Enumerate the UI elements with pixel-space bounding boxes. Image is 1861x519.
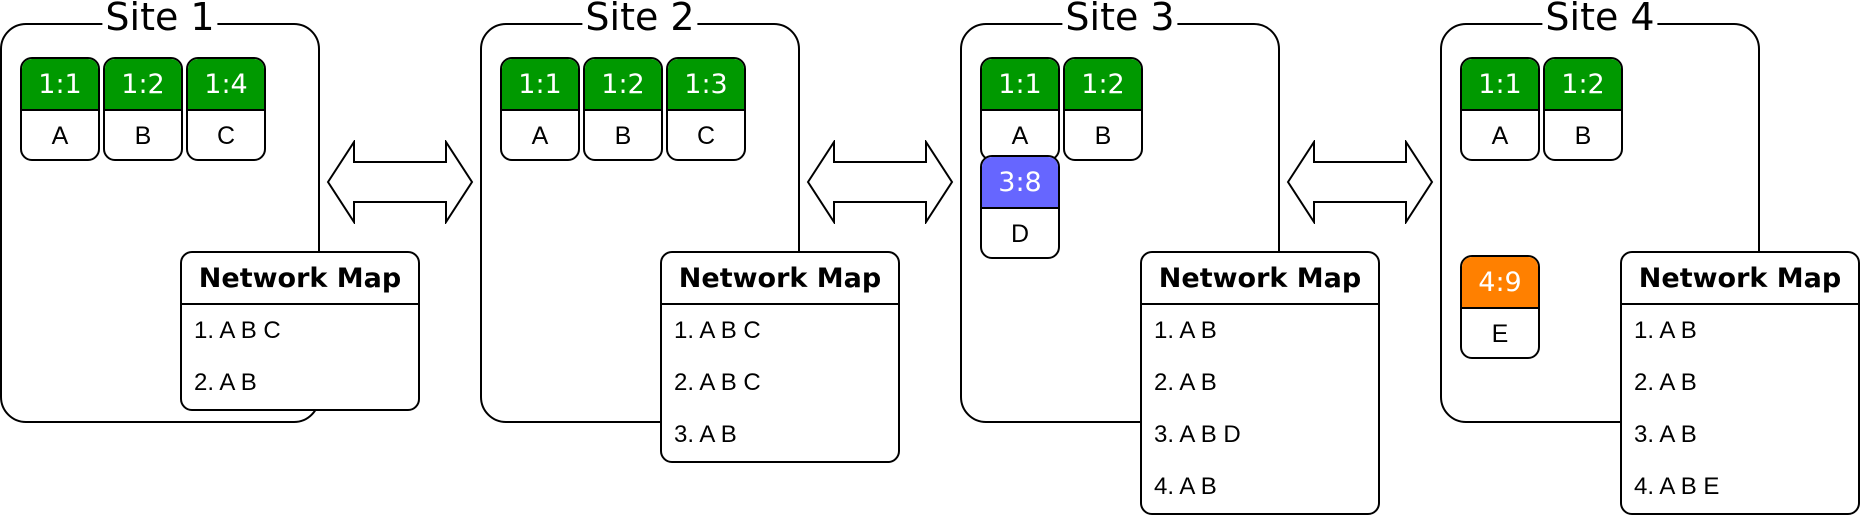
record-card: 1:1 A — [980, 57, 1060, 161]
record-id: 3:8 — [982, 157, 1058, 209]
network-map-item: 1. A B — [1154, 317, 1217, 344]
record-id: 1:1 — [1462, 59, 1538, 111]
network-map-item: 3. A B — [674, 421, 737, 448]
double-arrow-icon — [1286, 140, 1434, 224]
record-id: 1:1 — [502, 59, 578, 111]
network-map-item: 2. A B — [1634, 369, 1697, 396]
record-id: 1:4 — [188, 59, 264, 111]
record-letter: A — [531, 121, 549, 150]
record-card: 1:1 A — [500, 57, 580, 161]
network-map: Network Map 1. A B C 2. A B — [180, 251, 420, 411]
record-card: 1:2 B — [583, 57, 663, 161]
network-map: Network Map 1. A B C 2. A B C 3. A B — [660, 251, 900, 463]
network-map: Network Map 1. A B 2. A B 3. A B D 4. A … — [1140, 251, 1380, 515]
network-map-item: 2. A B C — [674, 369, 761, 396]
record-letter: B — [1094, 121, 1112, 150]
site-title: Site 2 — [582, 0, 698, 39]
record-card: 1:1 A — [1460, 57, 1540, 161]
record-id: 4:9 — [1462, 257, 1538, 309]
record-letter: B — [614, 121, 632, 150]
record-card: 1:2 B — [103, 57, 183, 161]
site-title: Site 1 — [102, 0, 218, 39]
record-card: 4:9 E — [1460, 255, 1540, 359]
network-map-title: Network Map — [1622, 253, 1858, 305]
network-map-item: 2. A B — [1154, 369, 1217, 396]
site-2-box: Site 2 1:1 A 1:2 B 1:3 C — [480, 0, 800, 423]
site-1-box: Site 1 1:1 A 1:2 B 1:4 C — [0, 0, 320, 423]
record-id: 1:2 — [1545, 59, 1621, 111]
network-map-item: 1. A B C — [674, 317, 761, 344]
network-map: Network Map 1. A B 2. A B 3. A B 4. A B … — [1620, 251, 1860, 515]
record-letter: B — [134, 121, 152, 150]
network-map-title: Network Map — [182, 253, 418, 305]
record-letter: B — [1574, 121, 1592, 150]
record-id: 1:3 — [668, 59, 744, 111]
double-arrow-icon — [806, 140, 954, 224]
network-map-item: 3. A B D — [1154, 421, 1241, 448]
record-letter: C — [696, 121, 716, 150]
record-letter: A — [51, 121, 69, 150]
record-id: 1:1 — [22, 59, 98, 111]
record-card: 1:4 C — [186, 57, 266, 161]
network-map-item: 2. A B — [194, 369, 257, 396]
record-card: 1:3 C — [666, 57, 746, 161]
record-id: 1:1 — [982, 59, 1058, 111]
site-title: Site 3 — [1062, 0, 1178, 39]
record-letter: D — [1010, 219, 1030, 248]
network-map-item: 3. A B — [1634, 421, 1697, 448]
record-id: 1:2 — [1065, 59, 1141, 111]
record-letter: A — [1491, 121, 1509, 150]
record-id: 1:2 — [105, 59, 181, 111]
double-arrow-icon — [326, 140, 474, 224]
network-map-title: Network Map — [662, 253, 898, 305]
record-card: 1:2 B — [1543, 57, 1623, 161]
record-letter: A — [1011, 121, 1029, 150]
record-letter: E — [1491, 319, 1509, 348]
record-letter: C — [216, 121, 236, 150]
record-card: 1:1 A — [20, 57, 100, 161]
network-map-item: 1. A B — [1634, 317, 1697, 344]
record-id: 1:2 — [585, 59, 661, 111]
network-map-item: 4. A B E — [1634, 473, 1720, 500]
network-map-title: Network Map — [1142, 253, 1378, 305]
site-title: Site 4 — [1542, 0, 1658, 39]
network-map-item: 1. A B C — [194, 317, 281, 344]
network-map-item: 4. A B — [1154, 473, 1217, 500]
record-card: 3:8 D — [980, 155, 1060, 259]
record-card: 1:2 B — [1063, 57, 1143, 161]
